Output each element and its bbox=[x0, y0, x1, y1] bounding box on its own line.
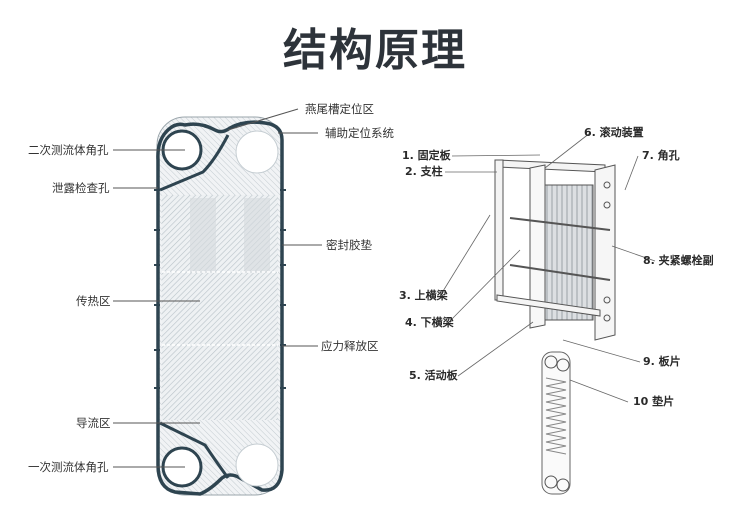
single-plate bbox=[541, 351, 571, 495]
assembly-diagram bbox=[494, 159, 616, 495]
label-movable-plate: 5. 活动板 bbox=[409, 369, 458, 382]
label-clamping-bolts: 8. 夹紧螺栓副 bbox=[643, 254, 714, 267]
assembly-leader-lines bbox=[439, 132, 656, 403]
label-roller-device: 6. 滚动装置 bbox=[584, 126, 644, 139]
plate-pack bbox=[539, 184, 594, 321]
label-aux-positioning: 辅助定位系统 bbox=[325, 126, 394, 140]
label-secondary-port: 二次测流体角孔 bbox=[28, 143, 109, 157]
label-upper-beam: 3. 上横梁 bbox=[399, 289, 448, 302]
label-column: 2. 支柱 bbox=[405, 165, 443, 178]
plate-leader-lines bbox=[113, 108, 322, 468]
label-corner-port: 7. 角孔 bbox=[642, 149, 680, 162]
primary-port-right bbox=[235, 443, 279, 487]
plate-diagram bbox=[154, 116, 286, 496]
label-stress-relief: 应力释放区 bbox=[321, 339, 379, 353]
label-fixed-plate: 1. 固定板 bbox=[402, 149, 451, 162]
label-dovetail-zone: 燕尾槽定位区 bbox=[305, 102, 374, 116]
label-gasket-seal: 密封胶垫 bbox=[326, 238, 372, 252]
secondary-port-right bbox=[235, 130, 279, 174]
label-leak-check-hole: 泄露检查孔 bbox=[52, 181, 110, 195]
label-distribution-zone: 导流区 bbox=[76, 416, 111, 430]
label-lower-beam: 4. 下横梁 bbox=[405, 316, 454, 329]
label-gasket: 10 垫片 bbox=[633, 395, 675, 408]
label-plate: 9. 板片 bbox=[643, 355, 681, 368]
label-primary-port: 一次测流体角孔 bbox=[28, 460, 109, 474]
page-title: 结构原理 bbox=[283, 25, 467, 76]
label-heat-transfer-zone: 传热区 bbox=[76, 294, 111, 308]
